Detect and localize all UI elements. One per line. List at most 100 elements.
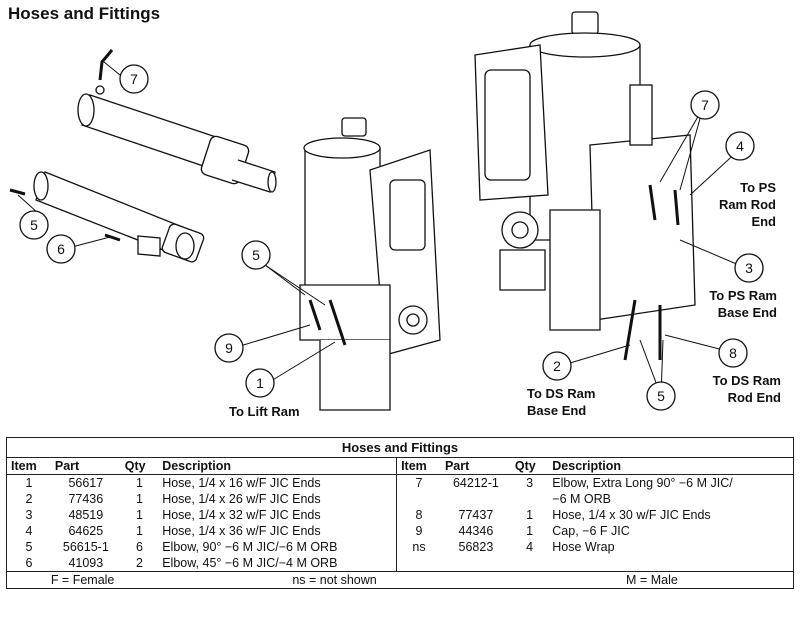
balloon-label: 7	[130, 71, 138, 87]
table-caption: Hoses and Fittings	[6, 437, 794, 458]
cell: 1	[136, 524, 143, 538]
cell: 1	[136, 508, 143, 522]
balloon-label: 5	[252, 247, 260, 263]
cell	[511, 555, 548, 572]
parts-table: Hoses and Fittings Item Part Qty Descrip…	[6, 437, 794, 589]
footer-note-not-shown: ns = not shown	[158, 571, 511, 589]
cell: Hose, 1/4 x 16 w/F JIC Ends	[162, 476, 321, 490]
col-header: Part	[440, 457, 511, 475]
cell: 4	[25, 524, 33, 538]
col-header: Item	[6, 457, 51, 475]
cell: 2	[25, 492, 33, 506]
center-pump-assembly	[299, 117, 441, 411]
col-header: Description	[548, 457, 794, 475]
cell: 9	[396, 523, 441, 539]
cell: 64625	[68, 524, 104, 538]
balloon-label: 2	[553, 358, 561, 374]
cell: 6	[136, 540, 143, 554]
table-row: 2 77436 1 Hose, 1/4 x 26 w/F JIC Ends −6…	[7, 491, 794, 507]
cell: 56823	[458, 540, 494, 554]
balloon-label: 8	[729, 345, 737, 361]
to-ps-ram-base-end-line1: To PS Ram	[709, 288, 777, 303]
cell: 41093	[68, 556, 104, 570]
cell: 3	[25, 508, 33, 522]
cell: 1	[526, 524, 534, 538]
cell: Elbow, Extra Long 90° −6 M JIC/	[552, 476, 733, 490]
cell: 77436	[68, 492, 104, 506]
balloon-9: 9	[214, 333, 244, 363]
balloon-1: 1	[245, 368, 275, 398]
cell: Hose Wrap	[552, 540, 615, 554]
balloon-8: 8	[718, 338, 748, 368]
balloon-label: 5	[30, 217, 38, 233]
right-pump-assembly	[474, 11, 696, 361]
balloon-5-left: 5	[19, 210, 49, 240]
cell: Hose, 1/4 x 26 w/F JIC Ends	[162, 492, 321, 506]
balloon-7-right: 7	[690, 90, 720, 120]
cell	[396, 555, 441, 572]
cell: 1	[25, 476, 33, 490]
balloon-6: 6	[46, 234, 76, 264]
to-ds-ram-rod-end-line2: Rod End	[728, 390, 781, 405]
cell: 1	[136, 492, 143, 506]
cell	[511, 491, 548, 507]
col-header: Qty	[510, 457, 549, 475]
cell: Hose, 1/4 x 32 w/F JIC Ends	[162, 508, 321, 522]
lift-cylinder-upper	[77, 49, 277, 193]
cell: ns	[396, 539, 441, 555]
cell	[441, 555, 511, 572]
footer-note-female: F = Female	[6, 571, 159, 589]
balloon-label: 6	[57, 241, 65, 257]
col-header: Qty	[120, 457, 159, 475]
col-header: Part	[50, 457, 121, 475]
balloon-3: 3	[734, 253, 764, 283]
to-ps-ram-base-end-line2: Base End	[718, 305, 777, 320]
to-ps-ram-rod-end-line2: Ram Rod	[719, 197, 776, 212]
cell: 56615-1	[62, 540, 109, 554]
to-ds-ram-base-end-line1: To DS Ram	[527, 386, 595, 401]
cell: 3	[526, 476, 534, 490]
table-footer-row: F = Female ns = not shown M = Male	[6, 571, 794, 589]
cell: 44346	[458, 524, 494, 538]
table-row: 5 56615-1 6 Elbow, 90° −6 M JIC/−6 M ORB…	[7, 539, 794, 555]
cell: 1	[136, 476, 143, 490]
cell: 64212-1	[452, 476, 499, 490]
cell: 6	[25, 556, 33, 570]
table-row: 1 56617 1 Hose, 1/4 x 16 w/F JIC Ends 7 …	[7, 474, 794, 491]
col-header: Description	[158, 457, 397, 475]
cell: Cap, −6 F JIC	[552, 524, 630, 538]
cell: 48519	[68, 508, 104, 522]
to-lift-ram-label: To Lift Ram	[229, 404, 300, 419]
to-ps-ram-rod-end-line1: To PS	[740, 180, 776, 195]
col-header: Item	[396, 457, 441, 475]
cell: 56617	[68, 476, 104, 490]
balloon-4: 4	[725, 131, 755, 161]
cell: 1	[526, 508, 534, 522]
cell	[441, 491, 511, 507]
balloon-2: 2	[542, 351, 572, 381]
balloon-label: 1	[256, 375, 264, 391]
cell: 8	[396, 507, 441, 523]
table-row: 4 64625 1 Hose, 1/4 x 36 w/F JIC Ends 9 …	[7, 523, 794, 539]
cell: 2	[136, 556, 143, 570]
cell: 5	[25, 540, 33, 554]
balloon-label: 3	[745, 260, 753, 276]
table-row: 6 41093 2 Elbow, 45° −6 M JIC/−4 M ORB	[7, 555, 794, 572]
balloon-5-center: 5	[241, 240, 271, 270]
cell: 7	[396, 474, 441, 491]
cell: 4	[526, 540, 534, 554]
callout-labels: To Lift Ram To PS Ram Rod End To PS Ram …	[229, 180, 781, 419]
balloon-label: 5	[657, 388, 665, 404]
to-ds-ram-rod-end-line1: To DS Ram	[713, 373, 781, 388]
to-ps-ram-rod-end-line3: End	[751, 214, 776, 229]
to-ds-ram-base-end-line2: Base End	[527, 403, 586, 418]
footer-note-male: M = Male	[510, 571, 794, 589]
hoses-fittings-diagram: 7 5 6 5 9 1 7 4 3 2 8 5 To Lift Ram To P…	[9, 11, 781, 419]
balloon-label: 4	[736, 138, 744, 154]
cell: 77437	[458, 508, 494, 522]
cell: Hose, 1/4 x 36 w/F JIC Ends	[162, 524, 321, 538]
balloon-7-upper: 7	[119, 64, 149, 94]
cell: Hose, 1/4 x 30 w/F JIC Ends	[552, 508, 711, 522]
balloon-5-right: 5	[646, 381, 676, 411]
table-row: 3 48519 1 Hose, 1/4 x 32 w/F JIC Ends 8 …	[7, 507, 794, 523]
